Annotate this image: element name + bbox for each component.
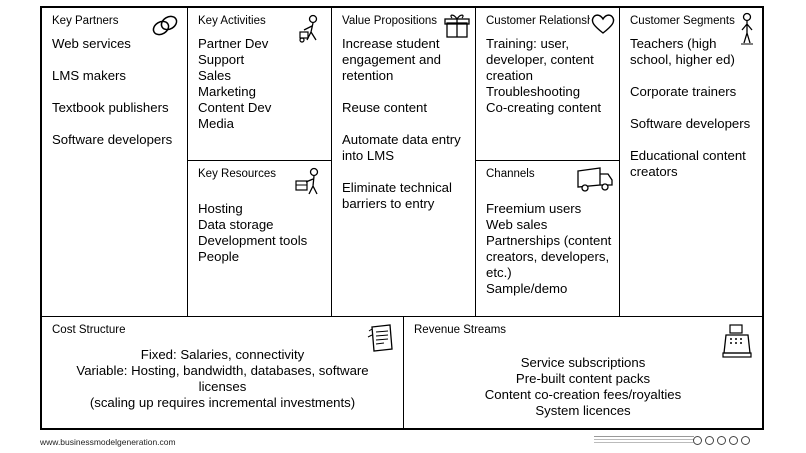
revenue-streams-line: Content co-creation fees/royalties bbox=[484, 387, 682, 402]
value-propositions-item: Eliminate technical barriers to entry bbox=[342, 180, 452, 211]
nc-icon bbox=[729, 436, 738, 445]
creative-commons-badges bbox=[693, 436, 750, 445]
value-propositions-item: Automate data entry into LMS bbox=[342, 132, 461, 163]
channels-item: Sample/demo bbox=[486, 281, 568, 296]
customer-relationships-item: Troubleshooting bbox=[486, 84, 581, 99]
revenue-streams-line: Service subscriptions bbox=[520, 355, 646, 370]
key-activities-item: Marketing bbox=[198, 84, 256, 99]
worker-lifting-box-icon bbox=[295, 167, 319, 195]
cc-icon bbox=[693, 436, 702, 445]
key-partners-item: LMS makers bbox=[52, 68, 127, 83]
key-activities-item: Support bbox=[198, 52, 245, 67]
customer-relationships-title: Customer Relationships bbox=[486, 15, 609, 27]
cost-structure-line: (scaling up requires incremental investm… bbox=[89, 395, 356, 410]
gift-box-icon bbox=[444, 14, 470, 38]
key-resources-title: Key Resources bbox=[198, 168, 276, 180]
key-partners-item: Software developers bbox=[52, 132, 173, 147]
customer-segments-item: Educational content creators bbox=[630, 148, 746, 179]
footer-url[interactable]: www.businessmodelgeneration.com bbox=[40, 437, 176, 447]
attribution-person-icon bbox=[741, 436, 750, 445]
revenue-streams-title: Revenue Streams bbox=[414, 324, 507, 336]
chain-link-icon bbox=[152, 15, 178, 36]
heart-icon bbox=[590, 12, 616, 36]
delivery-truck-icon bbox=[577, 167, 613, 192]
customer-relationships-item: Training: user, developer, content creat… bbox=[486, 36, 594, 83]
standing-person-icon bbox=[741, 12, 753, 45]
key-resources-item: People bbox=[198, 249, 240, 264]
channels-item: Partnerships (content creators, develope… bbox=[486, 233, 612, 280]
key-activities-item: Media bbox=[198, 116, 234, 131]
cost-structure-line: Variable: Hosting, bandwidth, databases,… bbox=[76, 363, 369, 394]
revenue-streams-line: System licences bbox=[535, 403, 631, 418]
key-partners-item: Web services bbox=[52, 36, 131, 51]
business-model-canvas: Key Partners Web services LMS makers Tex… bbox=[40, 6, 764, 430]
customer-segments-item: Software developers bbox=[630, 116, 751, 131]
key-partners-block: Key Partners Web services LMS makers Tex… bbox=[42, 8, 187, 316]
cost-structure-block: Cost Structure Fixed: Salaries, connecti… bbox=[42, 316, 403, 428]
cash-register-icon bbox=[722, 324, 752, 358]
channels-block: Channels Freemium users Web sales Partne… bbox=[475, 161, 619, 316]
customer-segments-item: Teachers (high school, higher ed) bbox=[630, 36, 735, 67]
license-fine-print bbox=[594, 435, 694, 443]
value-propositions-item: Reuse content bbox=[342, 100, 428, 115]
key-resources-item: Hosting bbox=[198, 201, 243, 216]
key-activities-title: Key Activities bbox=[198, 15, 266, 27]
key-activities-item: Sales bbox=[198, 68, 231, 83]
customer-relationships-block: Customer Relationships Training: user, d… bbox=[475, 8, 619, 161]
value-propositions-title: Value Propositions bbox=[342, 15, 438, 27]
sa-icon bbox=[717, 436, 726, 445]
value-propositions-item: Increase student engagement and retentio… bbox=[342, 36, 441, 83]
key-resources-item: Data storage bbox=[198, 217, 274, 232]
channels-title: Channels bbox=[486, 168, 535, 180]
channels-item: Freemium users bbox=[486, 201, 582, 216]
customer-segments-item: Corporate trainers bbox=[630, 84, 737, 99]
key-resources-item: Development tools bbox=[198, 233, 308, 248]
channels-item: Web sales bbox=[486, 217, 548, 232]
key-partners-title: Key Partners bbox=[52, 15, 119, 27]
revenue-streams-line: Pre-built content packs bbox=[515, 371, 651, 386]
customer-relationships-item: Co-creating content bbox=[486, 100, 602, 115]
cost-structure-title: Cost Structure bbox=[52, 324, 126, 336]
cost-structure-line: Fixed: Salaries, connectivity bbox=[140, 347, 305, 362]
key-resources-block: Key Resources Hosting Data storage Devel… bbox=[187, 161, 331, 316]
key-partners-item: Textbook publishers bbox=[52, 100, 169, 115]
revenue-streams-block: Revenue Streams Service subscriptions Pr… bbox=[403, 316, 762, 428]
key-activities-item: Partner Dev bbox=[198, 36, 269, 51]
customer-segments-block: Customer Segments Teachers (high school,… bbox=[619, 8, 762, 316]
key-activities-item: Content Dev bbox=[198, 100, 272, 115]
customer-segments-title: Customer Segments bbox=[630, 15, 735, 27]
price-tag-icon bbox=[367, 324, 393, 352]
person-with-wheelbarrow-icon bbox=[299, 14, 318, 43]
by-icon bbox=[705, 436, 714, 445]
key-activities-block: Key Activities Partner Dev Support Sales… bbox=[187, 8, 331, 161]
value-propositions-block: Value Propositions Increase student enga… bbox=[331, 8, 475, 316]
